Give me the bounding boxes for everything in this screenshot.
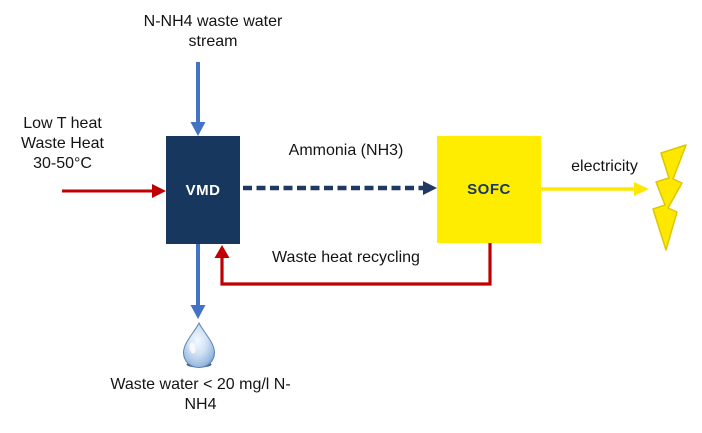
feed-stream-label: N-NH4 waste water stream bbox=[143, 13, 283, 50]
node-sofc: SOFC bbox=[437, 136, 541, 243]
electricity-label: electricity bbox=[571, 158, 638, 175]
effluent-label: Waste water < 20 mg/l N- NH4 bbox=[110, 376, 291, 413]
lightning-bolt-icon bbox=[652, 144, 687, 251]
waste-water-in-arrow bbox=[190, 62, 206, 136]
ammonia-label: Ammonia (NH3) bbox=[288, 142, 404, 159]
heat-input-label: Low T heat Waste Heat 30-50°C bbox=[21, 115, 104, 172]
water-drop-icon bbox=[182, 321, 216, 369]
treated-water-arrow bbox=[190, 244, 206, 319]
heat-in-arrow bbox=[62, 184, 166, 198]
node-vmd: VMD bbox=[166, 136, 240, 244]
electricity-arrow bbox=[541, 182, 649, 196]
ammonia-arrow bbox=[243, 181, 437, 195]
node-vmd-label: VMD bbox=[185, 181, 221, 199]
node-sofc-label: SOFC bbox=[467, 181, 511, 198]
waste-heat-recycling-label: Waste heat recycling bbox=[272, 249, 420, 266]
waste-heat-recycling-arrow bbox=[214, 243, 492, 286]
